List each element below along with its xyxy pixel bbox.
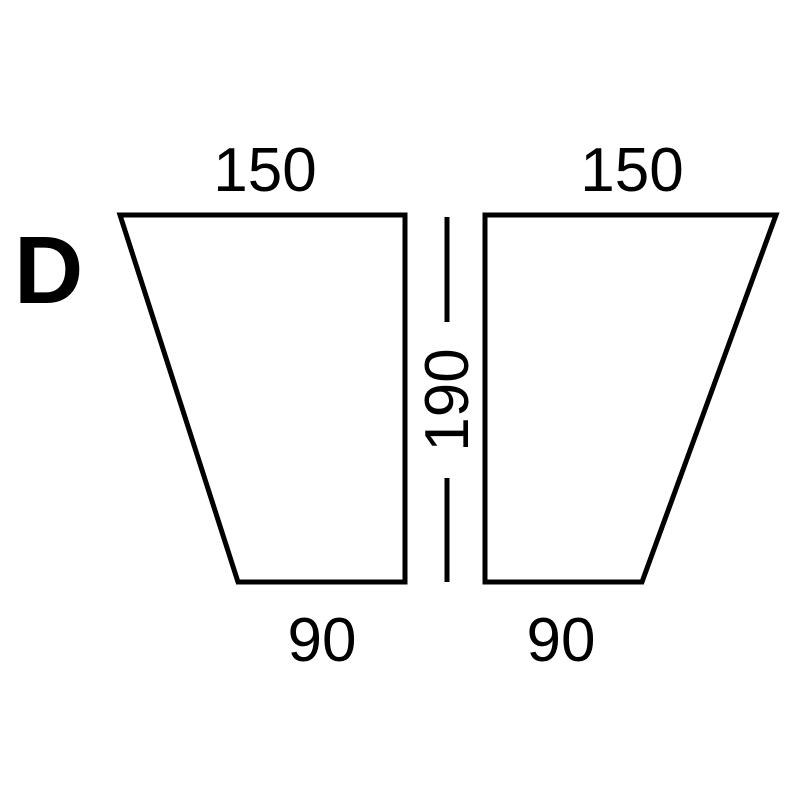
left-bottom-width-label: 90 xyxy=(288,606,357,675)
right-trapezoid-shape xyxy=(482,212,780,585)
left-trapezoid-shape xyxy=(116,212,408,585)
right-top-width-label: 150 xyxy=(580,136,683,205)
height-label: 190 xyxy=(413,348,482,451)
left-top-width-label: 150 xyxy=(213,136,316,205)
right-bottom-width-label: 90 xyxy=(527,606,596,675)
section-label: D xyxy=(14,217,83,324)
